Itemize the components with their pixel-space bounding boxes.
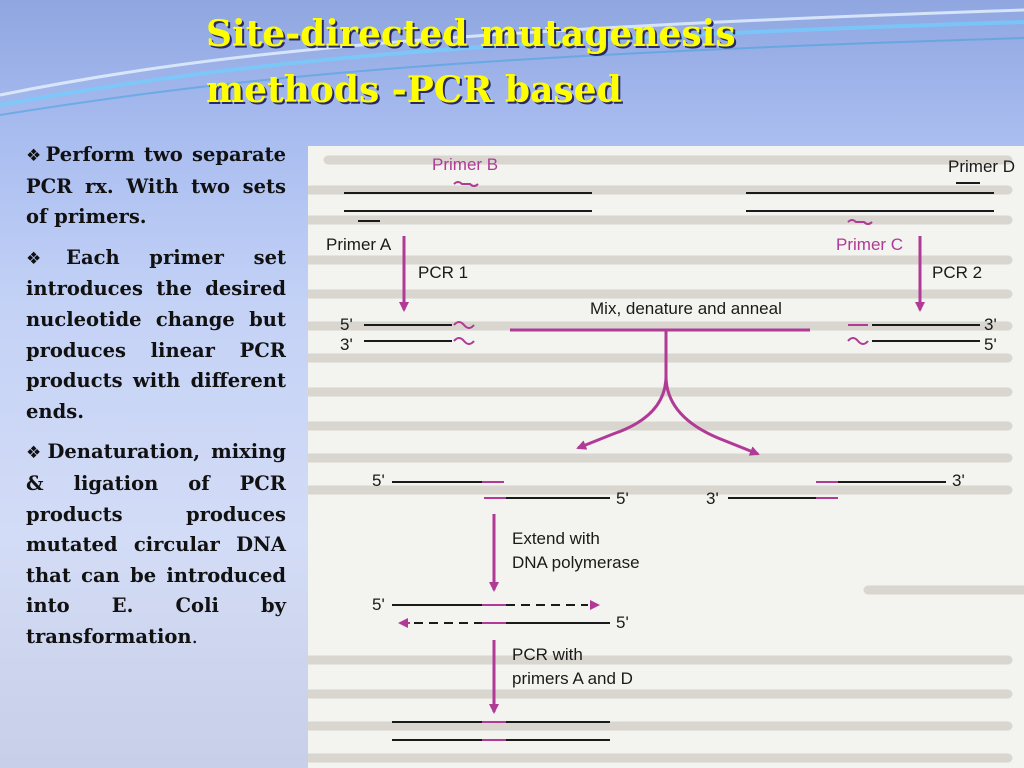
pcr-ad-label-line-1: PCR with [512,645,583,664]
bullet-item: ❖Denaturation, mixing & ligation of PCR … [26,437,286,652]
primer-c-label: Primer C [836,235,903,254]
pcr1-label: PCR 1 [418,263,468,282]
mix-arrow-left [576,330,668,450]
mutagenesis-diagram: Primer B Primer A Primer D Primer C PCR … [326,155,1015,741]
bullet-text: Each primer set introduces the desired n… [26,245,286,423]
extended-five-prime-end: 5' [616,613,629,632]
title-line-1: Site-directed mutagenesis [206,13,736,55]
pcr1-three-prime: 3' [340,335,353,354]
diamond-bullet-icon: ❖ [26,248,65,269]
bullet-text: Perform two separate PCR rx. With two se… [26,143,286,229]
pcr1-five-prime: 5' [340,315,353,334]
hetero-right-three-prime: 3' [706,489,719,508]
pcr2-five-prime: 5' [984,335,997,354]
extended-five-prime: 5' [372,595,385,614]
extend-label-line-2: DNA polymerase [512,553,640,572]
pcr-ad-label-line-2: primers A and D [512,669,633,688]
slide-title: Site-directed mutagenesis methods -PCR b… [206,6,736,118]
primer-b-mismatch [453,181,479,187]
pcr2-mutation-bottom [847,337,869,345]
pcr2-three-prime: 3' [984,315,997,334]
pcr1-mutation-bottom [453,337,475,345]
bullet-list: ❖Perform two separate PCR rx. With two s… [26,140,286,663]
primer-a-label: Primer A [326,235,392,254]
title-line-2: methods -PCR based [206,69,622,111]
mix-label: Mix, denature and anneal [590,299,782,318]
diamond-bullet-icon: ❖ [26,146,44,166]
bullet-text: Denaturation, mixing & ligation of PCR p… [26,440,286,648]
bullet-item: ❖Perform two separate PCR rx. With two s… [26,140,286,233]
bullet-item: ❖Each primer set introduces the desired … [26,243,286,428]
hetero-left-five-prime-end: 5' [616,489,629,508]
pcr1-mutation-top [453,321,475,329]
decorative-swoosh [0,8,1024,116]
hetero-left-five-prime: 5' [372,471,385,490]
diamond-bullet-icon: ❖ [26,443,46,464]
mix-arrow-right [664,375,760,456]
primer-b-label: Primer B [432,155,498,174]
hetero-right-three-prime-end: 3' [952,471,965,490]
pcr2-label: PCR 2 [932,263,982,282]
extend-label-line-1: Extend with [512,529,600,548]
primer-c-mismatch [847,219,873,225]
primer-d-label: Primer D [948,157,1015,176]
bullet-trailing-period: . [191,624,198,648]
